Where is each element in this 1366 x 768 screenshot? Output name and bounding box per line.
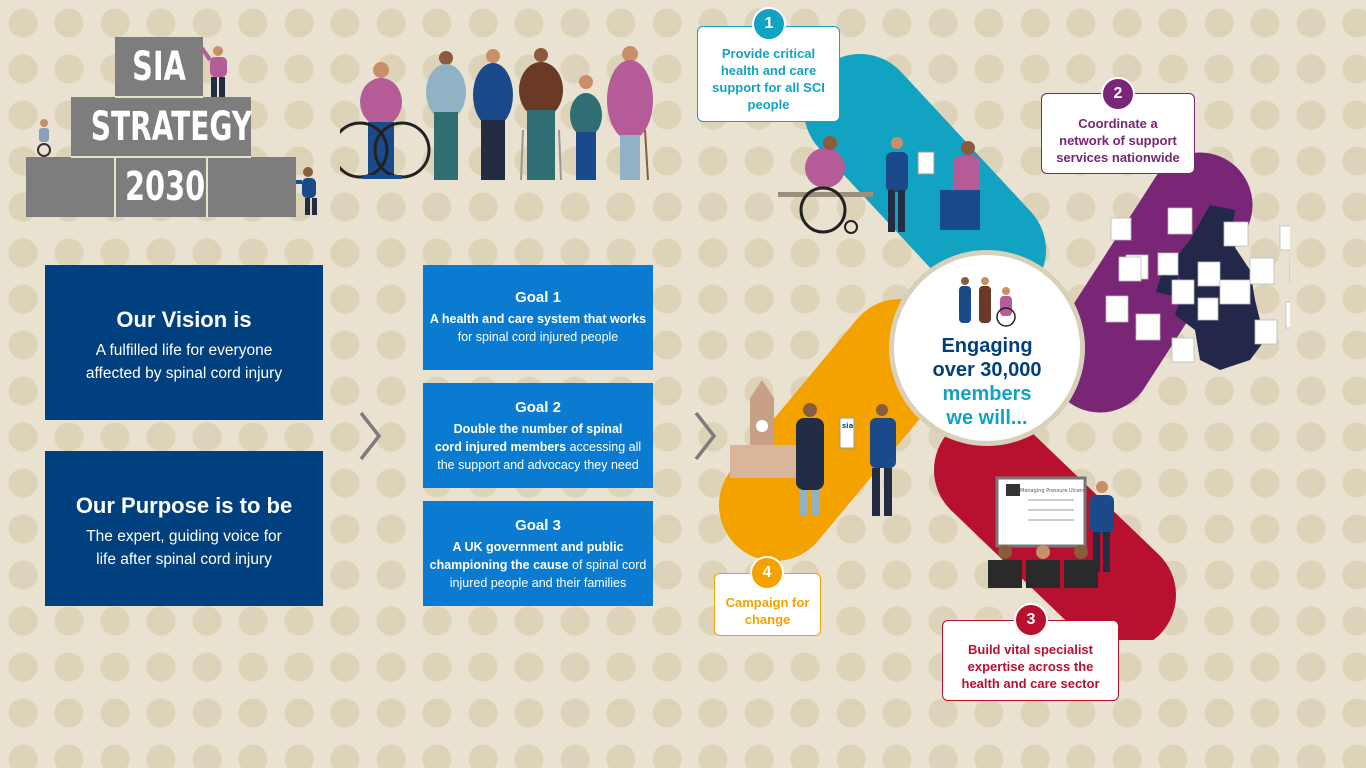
goal-2-line3: the support and advocacy they need xyxy=(437,458,639,472)
goal-1-line1: A health and care system that works xyxy=(429,312,647,326)
purpose-box: Our Purpose is to be The expert, guiding… xyxy=(45,451,323,606)
strategy-cycle-diagram: sia Managing Pressure Ulcers xyxy=(719,54,1290,640)
goal-1-heading: Goal 1 xyxy=(515,289,561,306)
goal-3-line2-bold: championing the cause xyxy=(429,558,569,572)
title-line-strategy: STRATEGY xyxy=(90,104,253,150)
goal-2-line2-rest: accessing all xyxy=(566,440,642,454)
vision-text-line2: affected by spinal cord injury xyxy=(85,365,283,382)
purpose-text-line1: The expert, guiding voice for xyxy=(86,528,282,545)
vision-box: Our Vision is A fulfilled life for every… xyxy=(45,265,323,420)
step-2-text: Coordinate a network of support services… xyxy=(1056,116,1180,165)
step-2-number: 2 xyxy=(1101,77,1135,111)
goal-1-box: Goal 1 A health and care system that wor… xyxy=(423,265,653,370)
members-group-illustration xyxy=(340,46,653,181)
sia-sign-text: sia xyxy=(842,422,854,430)
chevron-right-icon xyxy=(359,411,382,461)
step-1-callout: Provide critical health and care support… xyxy=(697,26,840,122)
goal-2-box: Goal 2 Double the number of spinal cord … xyxy=(423,383,653,488)
presentation-slide-title: Managing Pressure Ulcers xyxy=(1020,488,1085,494)
center-engagement-circle: Engaging over 30,000 members we will... xyxy=(894,255,1080,441)
chevron-right-icon xyxy=(694,411,717,461)
clinic-scene-illustration xyxy=(778,136,980,234)
goal-3-heading: Goal 3 xyxy=(515,517,561,534)
builder-figure-illustration xyxy=(37,46,317,215)
step-3-number: 3 xyxy=(1014,603,1048,637)
center-line1: Engaging xyxy=(941,335,1033,357)
title-line-sia: SIA xyxy=(132,44,186,90)
orange-pill xyxy=(719,299,956,561)
step-3-text: Build vital specialist expertise across … xyxy=(961,642,1100,691)
members-icon xyxy=(959,277,1016,327)
step-4-text: Campaign for change xyxy=(725,595,810,627)
campaign-scene-illustration: sia xyxy=(796,403,896,516)
purpose-text-line2: life after spinal cord injury xyxy=(96,551,272,568)
center-line2: over 30,000 xyxy=(932,359,1042,381)
goal-1-line2: for spinal cord injured people xyxy=(457,330,619,344)
step-1-text: Provide critical health and care support… xyxy=(712,46,825,112)
step-1-number: 1 xyxy=(752,7,786,41)
goal-2-line2-bold: cord injured members xyxy=(434,440,567,454)
goal-2-line1: Double the number of spinal xyxy=(453,422,623,436)
vision-text-line1: A fulfilled life for everyone xyxy=(95,342,273,359)
purpose-heading: Our Purpose is to be xyxy=(75,493,293,518)
goal-3-line3: injured people and their families xyxy=(449,576,627,590)
step-4-number: 4 xyxy=(750,556,784,590)
member-photos-illustration xyxy=(1105,207,1290,363)
goal-2-heading: Goal 2 xyxy=(515,399,561,416)
title-line-2030: 2030 xyxy=(125,164,206,210)
vision-heading: Our Vision is xyxy=(116,307,252,332)
goal-3-box: Goal 3 A UK government and public champi… xyxy=(423,501,653,606)
presentation-scene-illustration xyxy=(988,476,1114,588)
center-line3: members xyxy=(942,383,1032,405)
goal-3-line2-rest: of spinal cord xyxy=(568,558,647,572)
center-line4: we will... xyxy=(946,407,1028,429)
goal-3-line1: A UK government and public xyxy=(452,540,624,554)
